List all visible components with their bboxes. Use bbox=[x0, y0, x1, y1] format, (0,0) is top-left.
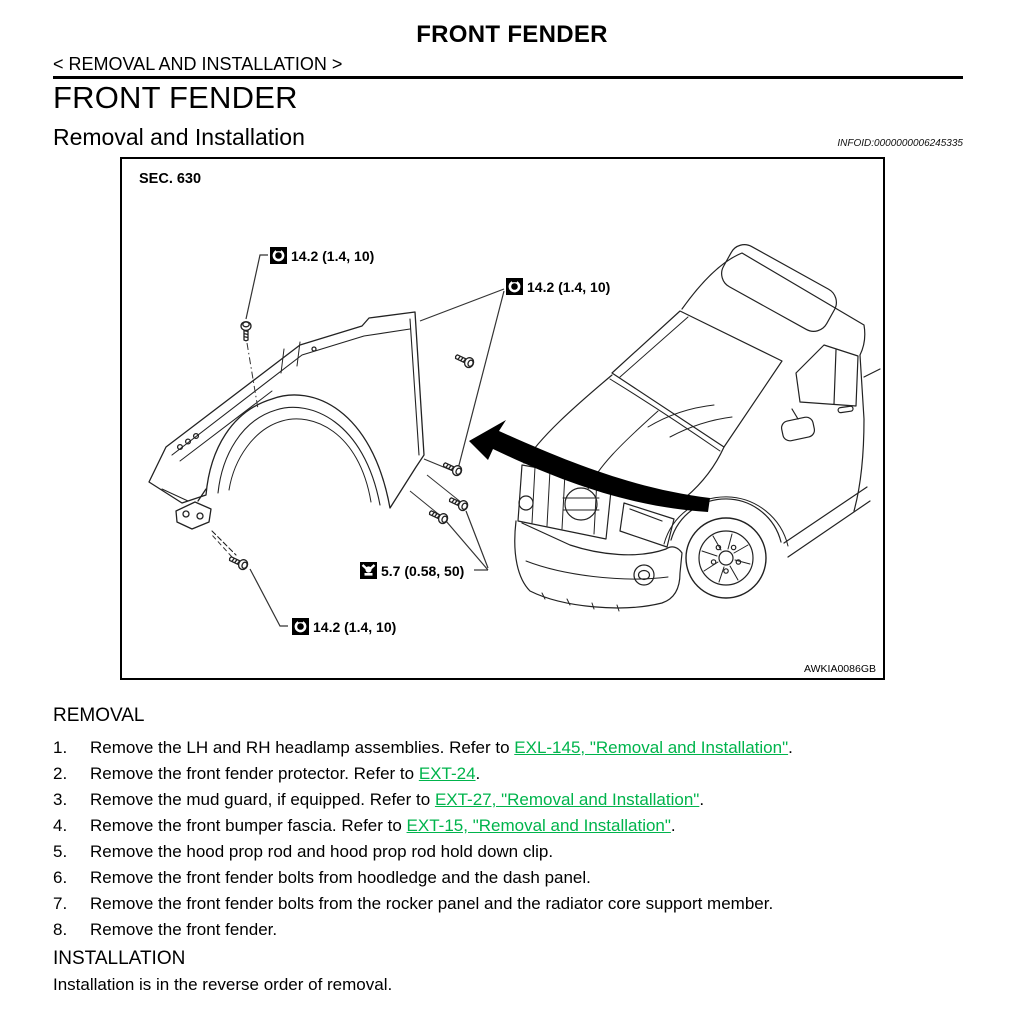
leader-lines bbox=[211, 254, 505, 627]
list-item: 7. Remove the front fender bolts from th… bbox=[53, 891, 973, 917]
torque-value: 5.7 (0.58, 50) bbox=[381, 562, 465, 579]
header-rule bbox=[53, 76, 963, 79]
step-text: Remove the mud guard, if equipped. Refer… bbox=[90, 790, 705, 809]
step-number: 4. bbox=[53, 816, 68, 835]
infoid-label: INFOID:0000000006245335 bbox=[837, 138, 963, 149]
installation-text: Installation is in the reverse order of … bbox=[53, 975, 393, 994]
list-item: 1. Remove the LH and RH headlamp assembl… bbox=[53, 735, 973, 761]
reference-link[interactable]: EXT-15, "Removal and Installation" bbox=[406, 816, 671, 835]
fender-diagram-art bbox=[148, 244, 881, 627]
reference-link[interactable]: EXL-145, "Removal and Installation" bbox=[514, 738, 789, 757]
list-item: 3. Remove the mud guard, if equipped. Re… bbox=[53, 787, 973, 813]
step-number: 1. bbox=[53, 738, 68, 757]
step-text: Remove the front fender bolts from hoodl… bbox=[90, 868, 591, 887]
list-item: 5. Remove the hood prop rod and hood pro… bbox=[53, 839, 973, 865]
step-text: Remove the front bumper fascia. Refer to… bbox=[90, 816, 676, 835]
bolt-icon bbox=[446, 494, 470, 513]
step-number: 5. bbox=[53, 842, 68, 861]
step-number: 3. bbox=[53, 790, 68, 809]
installation-heading: INSTALLATION bbox=[53, 948, 186, 969]
bolt-icons bbox=[226, 320, 476, 572]
bolt-icon bbox=[426, 507, 450, 526]
list-item: 8. Remove the front fender. bbox=[53, 917, 973, 943]
step-text: Remove the front fender bolts from the r… bbox=[90, 894, 774, 913]
torque-value: 14.2 (1.4, 10) bbox=[291, 247, 375, 264]
step-text: Remove the front fender. bbox=[90, 920, 278, 939]
breadcrumb: < REMOVAL AND INSTALLATION > bbox=[53, 54, 343, 74]
list-item: 2. Remove the front fender protector. Re… bbox=[53, 761, 973, 787]
section-title: FRONT FENDER bbox=[53, 80, 298, 115]
figure-id-label: AWKIA0086GB bbox=[804, 663, 876, 675]
removal-direction-arrow-icon bbox=[469, 420, 710, 512]
subsection-title: Removal and Installation bbox=[53, 124, 305, 150]
removal-heading: REMOVAL bbox=[53, 705, 145, 726]
torque-spec-label: 14.2 (1.4, 10) bbox=[506, 278, 610, 295]
step-number: 7. bbox=[53, 894, 68, 913]
torque-spec-label: 5.7 (0.58, 50) bbox=[360, 562, 464, 579]
torque-wrench-icon bbox=[506, 278, 523, 295]
list-item: 4. Remove the front bumper fascia. Refer… bbox=[53, 813, 973, 839]
removal-steps-list: 1. Remove the LH and RH headlamp assembl… bbox=[53, 735, 973, 943]
exploded-view-figure: SEC. 630 14.2 (1.4, 10) 14.2 (1.4, 10) 5… bbox=[120, 157, 885, 680]
fender-illustration bbox=[148, 311, 425, 556]
sec-label: SEC. 630 bbox=[139, 171, 202, 187]
torque-screw-icon bbox=[360, 562, 377, 579]
bolt-icon bbox=[452, 351, 476, 370]
step-text: Remove the hood prop rod and hood prop r… bbox=[90, 842, 554, 861]
step-number: 6. bbox=[53, 868, 68, 887]
torque-spec-label: 14.2 (1.4, 10) bbox=[270, 247, 374, 264]
step-number: 2. bbox=[53, 764, 68, 783]
bolt-icon bbox=[240, 320, 252, 342]
torque-value: 14.2 (1.4, 10) bbox=[313, 618, 397, 635]
page-header-title: FRONT FENDER bbox=[416, 21, 608, 48]
step-text: Remove the front fender protector. Refer… bbox=[90, 764, 481, 783]
torque-spec-label: 14.2 (1.4, 10) bbox=[292, 618, 396, 635]
torque-wrench-icon bbox=[292, 618, 309, 635]
reference-link[interactable]: EXT-24 bbox=[418, 764, 476, 783]
step-number: 8. bbox=[53, 920, 68, 939]
torque-wrench-icon bbox=[270, 247, 287, 264]
list-item: 6. Remove the front fender bolts from ho… bbox=[53, 865, 973, 891]
torque-value: 14.2 (1.4, 10) bbox=[527, 278, 611, 295]
truck-illustration bbox=[514, 244, 881, 612]
reference-link[interactable]: EXT-27, "Removal and Installation" bbox=[434, 790, 700, 809]
step-text: Remove the LH and RH headlamp assemblies… bbox=[90, 738, 793, 757]
